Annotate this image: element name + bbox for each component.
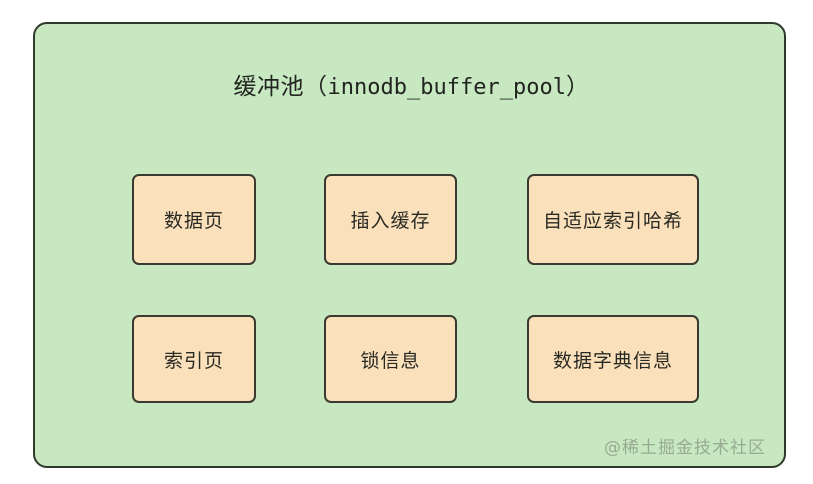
- buffer-pool-container: 缓冲池（innodb_buffer_pool） 数据页 插入缓存 自适应索引哈希…: [33, 22, 786, 468]
- component-label: 插入缓存: [350, 210, 431, 232]
- buffer-pool-title-paren-open: （: [304, 74, 328, 100]
- component-box-lock-info: 锁信息: [324, 315, 457, 403]
- component-label: 自适应索引哈希: [542, 210, 683, 232]
- component-box-adaptive-hash-index: 自适应索引哈希: [527, 174, 699, 265]
- component-box-index-page: 索引页: [132, 315, 256, 403]
- component-box-data-dictionary-info: 数据字典信息: [527, 315, 699, 403]
- component-box-data-page: 数据页: [132, 174, 256, 265]
- watermark: @稀土掘金技术社区: [604, 438, 766, 458]
- buffer-pool-title: 缓冲池（innodb_buffer_pool）: [35, 72, 788, 103]
- component-box-insert-buffer: 插入缓存: [324, 174, 457, 265]
- component-label: 数据字典信息: [552, 349, 673, 372]
- buffer-pool-title-paren-close: ）: [565, 74, 590, 100]
- component-label: 锁信息: [360, 349, 421, 372]
- buffer-pool-title-code: innodb_buffer_pool: [327, 75, 566, 100]
- component-label: 索引页: [163, 349, 224, 372]
- component-label: 数据页: [163, 210, 224, 232]
- buffer-pool-title-cn: 缓冲池: [233, 74, 305, 100]
